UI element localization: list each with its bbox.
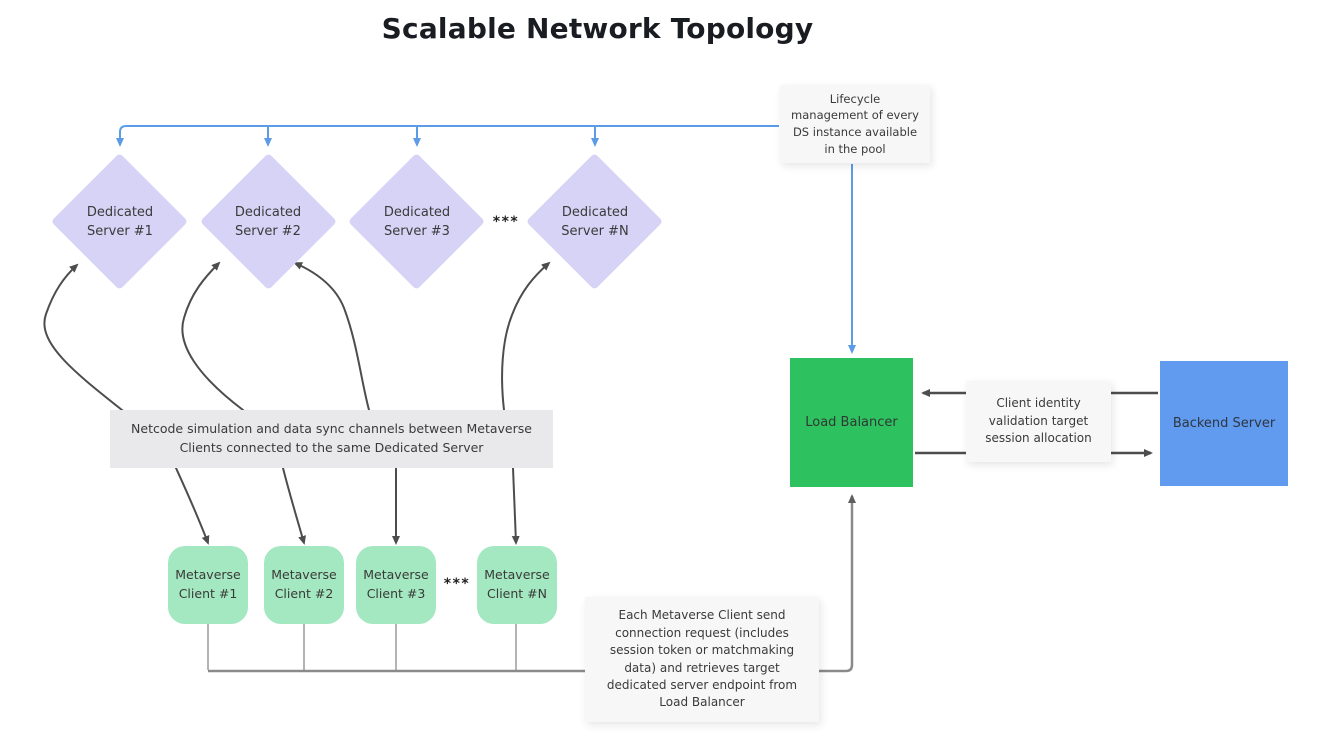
client-identity-annotation: Client identity validation target sessio… — [966, 381, 1111, 462]
clients-ellipsis: *** — [443, 576, 471, 592]
diagram-title: Scalable Network Topology — [381, 12, 814, 45]
dedicated-server-2-label: Dedicated Server #2 — [234, 204, 302, 240]
connection-request-annotation: Each Metaverse Client send connection re… — [585, 597, 819, 722]
sync-arrow-client3-server2 — [293, 262, 401, 545]
node-backend-server: Backend Server — [1160, 361, 1288, 486]
backend-server-label: Backend Server — [1172, 416, 1276, 431]
metaverse-client-n-label: Metaverse Client #N — [484, 567, 550, 601]
dedicated-server-n-label: Dedicated Server #N — [561, 204, 629, 240]
node-load-balancer: Load Balancer — [790, 358, 913, 487]
netcode-annotation: Netcode simulation and data sync channel… — [110, 410, 553, 468]
node-metaverse-client-2: Metaverse Client #2 — [264, 546, 344, 624]
sync-arrow-client1-server1 — [43, 263, 210, 545]
node-metaverse-client-3: Metaverse Client #3 — [356, 546, 436, 624]
servers-ellipsis: *** — [492, 214, 520, 230]
dedicated-server-1-label: Dedicated Server #1 — [86, 204, 154, 240]
sync-arrow-clientn-servern — [501, 261, 551, 545]
dedicated-server-3-label: Dedicated Server #3 — [383, 204, 451, 240]
node-metaverse-client-1: Metaverse Client #1 — [168, 546, 248, 624]
metaverse-client-2-label: Metaverse Client #2 — [271, 567, 337, 601]
node-metaverse-client-n: Metaverse Client #N — [477, 546, 557, 624]
metaverse-client-1-label: Metaverse Client #1 — [175, 567, 241, 601]
load-balancer-label: Load Balancer — [805, 415, 898, 430]
metaverse-client-3-label: Metaverse Client #3 — [363, 567, 429, 601]
lifecycle-annotation: Lifecycle management of every DS instanc… — [780, 85, 930, 163]
lifecycle-trunk-to-server-1-arrow — [116, 125, 779, 147]
bus-to-load-balancer-arrow — [208, 494, 856, 673]
sync-arrow-client2-server2 — [181, 261, 306, 545]
